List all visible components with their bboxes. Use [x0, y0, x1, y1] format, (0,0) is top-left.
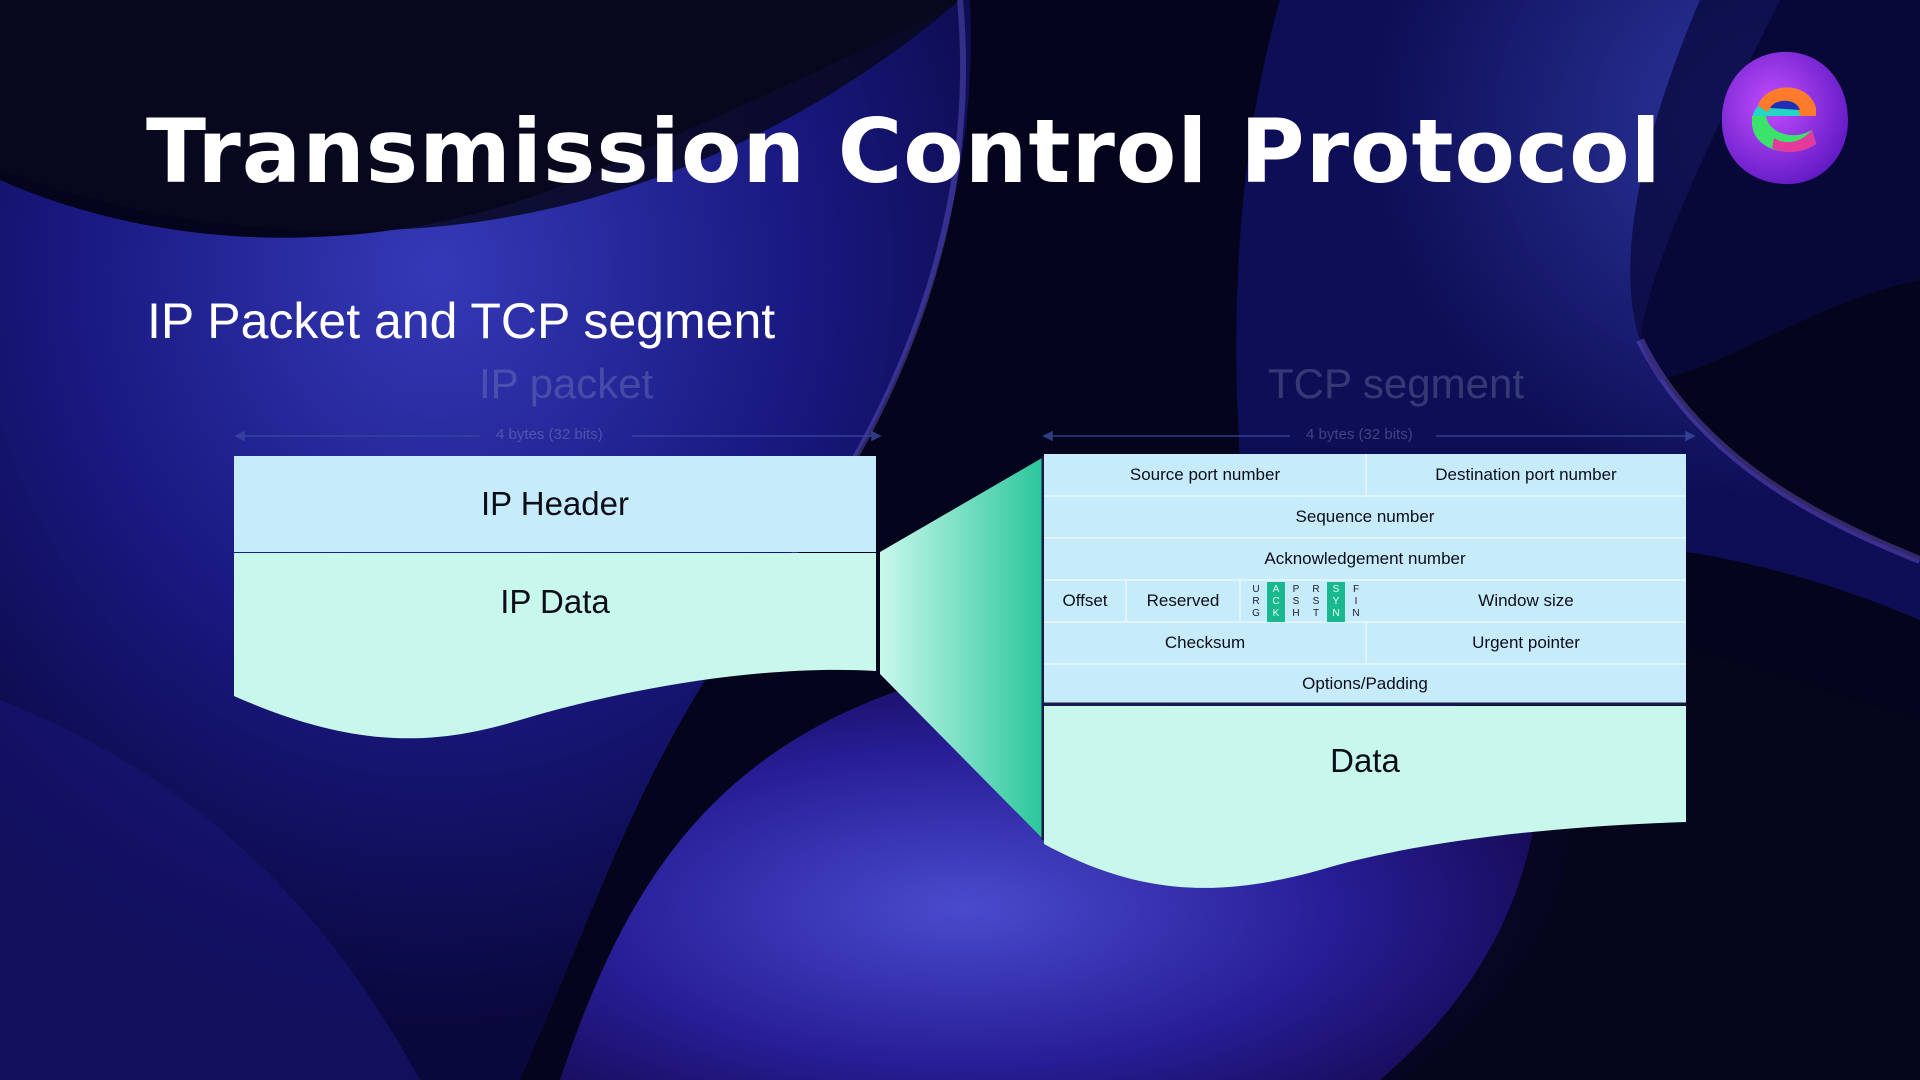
ip-width-label: 4 bytes (32 bits) [496, 426, 603, 443]
ip-packet-title: IP packet [479, 360, 654, 407]
tcp-data-label: Data [1330, 742, 1400, 779]
options-padding-field: Options/Padding [1302, 674, 1428, 693]
destination-port-field: Destination port number [1435, 465, 1617, 484]
tcp-width-arrow [1042, 430, 1696, 442]
brand-logo-icon [1721, 51, 1848, 185]
ip-data-label: IP Data [500, 583, 610, 620]
ip-header-label: IP Header [481, 485, 629, 522]
checksum-field: Checksum [1164, 633, 1246, 652]
page-title: Transmission Control Protocol [146, 100, 1662, 203]
encapsulation-funnel [880, 458, 1042, 838]
tcp-width-label: 4 bytes (32 bits) [1306, 426, 1413, 443]
source-port-field: Source port number [1129, 465, 1281, 484]
ip-width-arrow [234, 430, 882, 442]
ip-data-block [234, 553, 876, 739]
tcp-segment-title: TCP segment [1268, 360, 1524, 407]
tcp-data-block [1044, 706, 1686, 888]
page-subtitle: IP Packet and TCP segment [147, 293, 776, 349]
offset-field: Offset [1062, 591, 1108, 610]
ip-header-block [234, 456, 876, 552]
sequence-number-field: Sequence number [1295, 507, 1435, 526]
window-size-field: Window size [1478, 591, 1574, 610]
acknowledgement-number-field: Acknowledgement number [1264, 549, 1466, 568]
urgent-pointer-field: Urgent pointer [1472, 633, 1580, 652]
reserved-field: Reserved [1146, 591, 1220, 610]
